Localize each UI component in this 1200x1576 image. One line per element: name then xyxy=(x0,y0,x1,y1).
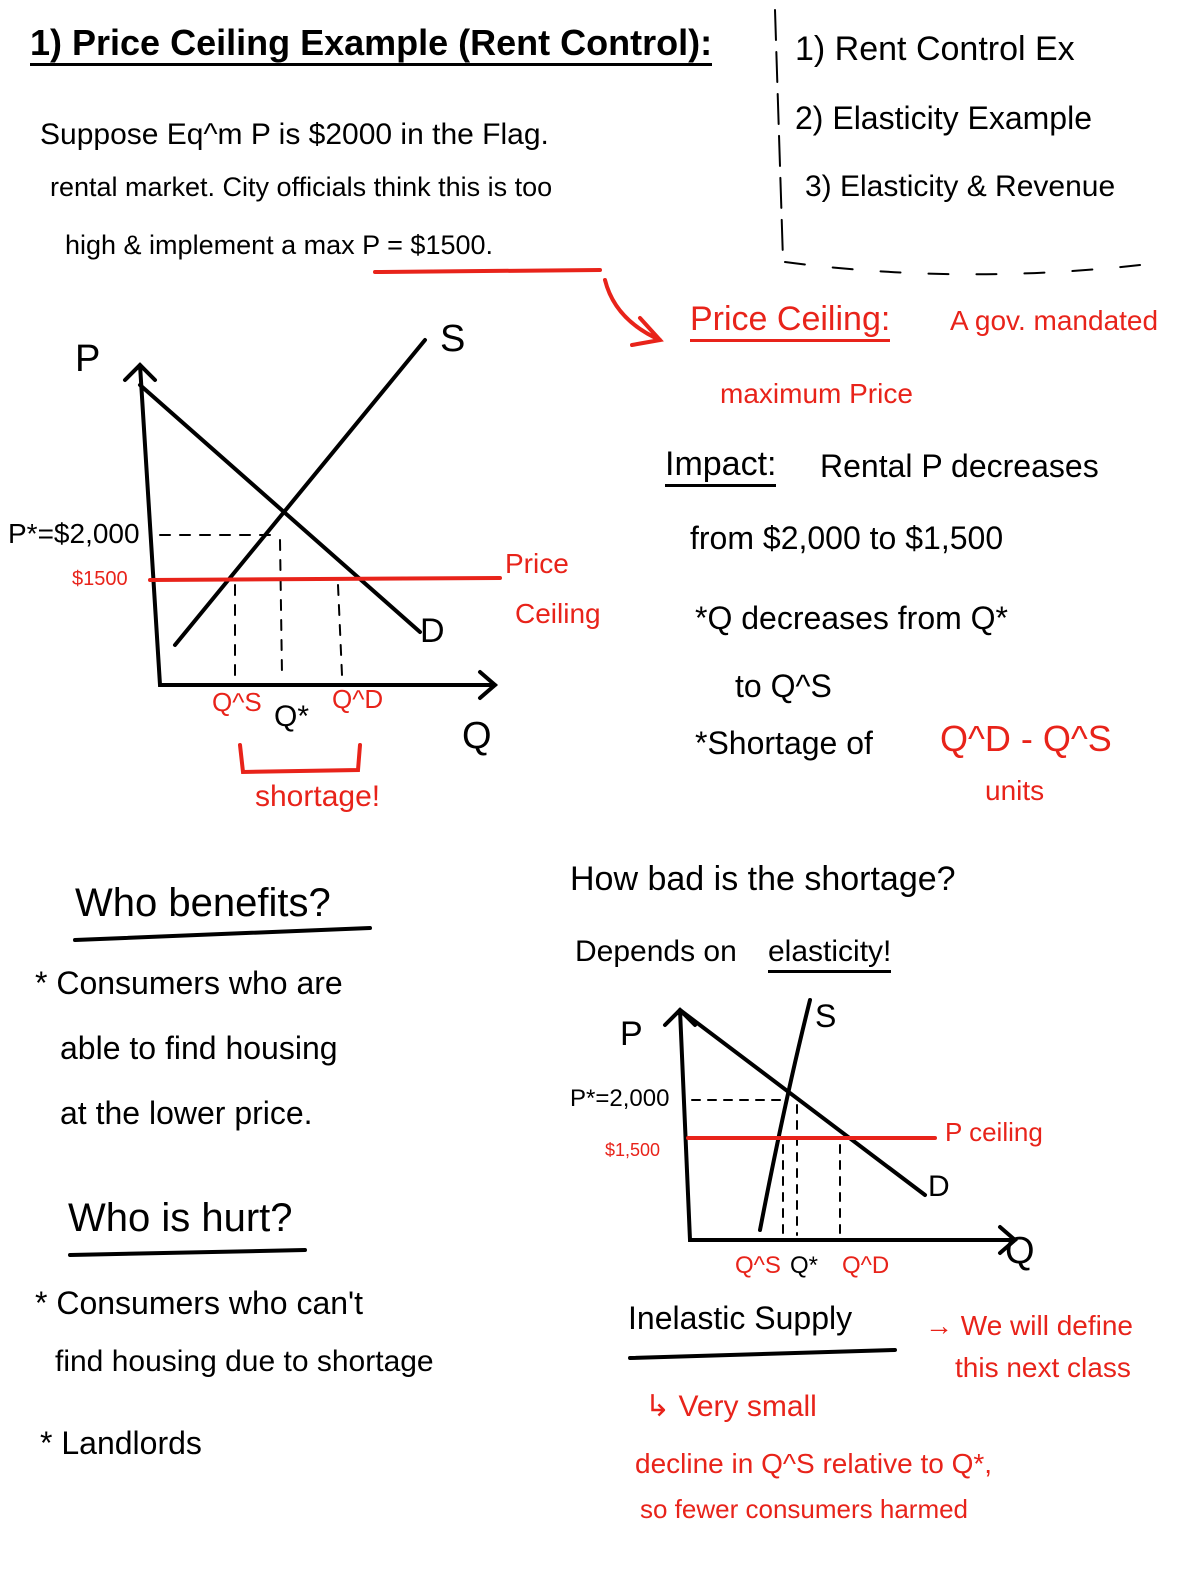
graph1-shortage-label: shortage! xyxy=(255,780,381,813)
benefits-underline xyxy=(73,926,372,942)
graph1-qstar-label: Q* xyxy=(274,700,310,733)
impact-label: Impact: xyxy=(665,445,777,488)
page-title: 1) Price Ceiling Example (Rent Control): xyxy=(30,22,713,67)
intro-line: high & implement a max P = $1500. xyxy=(65,230,494,260)
impact-line: to Q^S xyxy=(735,668,832,704)
graph1-ceiling-price: $1500 xyxy=(72,568,128,590)
graph1-axes xyxy=(123,362,499,700)
agenda-item: 3) Elasticity & Revenue xyxy=(805,170,1116,203)
graph1-q-label: Q xyxy=(462,715,492,757)
agenda-item: 1) Rent Control Ex xyxy=(795,30,1075,68)
graph2-ceiling-label: P ceiling xyxy=(945,1117,1043,1147)
graph2-ceiling-price: $1,500 xyxy=(605,1140,661,1160)
impact-line: *Q decreases from Q* xyxy=(695,600,1008,636)
graph1-d-label: D xyxy=(420,612,445,650)
inelastic-note: this next class xyxy=(955,1352,1131,1383)
hurt-line: * Consumers who can't xyxy=(35,1285,364,1321)
hurt-heading: Who is hurt? xyxy=(68,1196,293,1240)
divider-arc xyxy=(784,261,1141,276)
intro-line: rental market. City officials think this… xyxy=(50,172,553,202)
graph1-qd-label: Q^D xyxy=(332,684,384,714)
graph1-s-label: S xyxy=(440,318,466,360)
inelastic-explain: so fewer consumers harmed xyxy=(640,1494,969,1524)
graph1-p-label: P xyxy=(75,338,101,380)
benefits-line: at the lower price. xyxy=(60,1095,313,1131)
inelastic-explain: ↳ Very small xyxy=(645,1390,817,1423)
shortage-units: units xyxy=(985,775,1045,806)
hurt-line: * Landlords xyxy=(40,1425,202,1461)
inelastic-heading: Inelastic Supply xyxy=(628,1300,853,1336)
graph1-qstar-dash xyxy=(279,539,283,676)
definition-text: A gov. mandated xyxy=(950,305,1159,336)
impact-line: *Shortage of xyxy=(695,725,873,761)
hurt-line: find housing due to shortage xyxy=(55,1345,434,1378)
impact-line: Rental P decreases xyxy=(820,448,1099,484)
agenda-item: 2) Elasticity Example xyxy=(795,100,1092,136)
graph1-ceiling-label: Price xyxy=(505,548,569,579)
shortage-value: Q^D - Q^S xyxy=(940,718,1112,759)
inelastic-note: → We will define xyxy=(925,1310,1134,1341)
graph2-p-label: P xyxy=(620,1015,643,1053)
graph1-price-ceiling-line xyxy=(148,576,502,582)
graph2-qstar-label: Q* xyxy=(790,1252,819,1279)
graph1-ceiling-label: Ceiling xyxy=(515,598,601,629)
graph1-supply-curve xyxy=(173,338,427,647)
graph2-eq-price: P*=2,000 xyxy=(570,1085,670,1112)
benefits-line: able to find housing xyxy=(60,1030,338,1066)
graph2-qs-label: Q^S xyxy=(735,1252,781,1279)
graph1-qd-dash xyxy=(337,584,343,676)
definition-term: Price Ceiling: xyxy=(690,300,891,343)
arrow-icon xyxy=(603,278,664,347)
benefits-heading: Who benefits? xyxy=(75,881,331,925)
impact-line: from $2,000 to $1,500 xyxy=(690,520,1004,556)
definition-text: maximum Price xyxy=(720,378,913,409)
graph2-demand-curve xyxy=(678,1008,927,1197)
graph2-supply-curve xyxy=(758,998,812,1232)
graph2-s-label: S xyxy=(815,998,837,1034)
benefits-line: * Consumers who are xyxy=(35,965,343,1001)
shortage-bracket xyxy=(238,743,362,775)
graph1-eq-price: P*=$2,000 xyxy=(8,518,140,549)
elasticity-question: How bad is the shortage? xyxy=(570,860,956,898)
hurt-underline xyxy=(68,1248,307,1257)
elasticity-emphasis: elasticity! xyxy=(768,935,892,973)
graph2-d-label: D xyxy=(928,1170,950,1203)
max-price-underline xyxy=(373,268,602,274)
intro-line: Suppose Eq^m P is $2000 in the Flag. xyxy=(40,118,549,151)
inelastic-explain: decline in Q^S relative to Q*, xyxy=(635,1448,993,1479)
elasticity-answer: Depends on xyxy=(575,935,737,968)
graph2-qd-label: Q^D xyxy=(842,1252,890,1279)
graph1-demand-curve xyxy=(138,383,422,634)
inelastic-underline xyxy=(628,1348,897,1360)
graph1-qs-label: Q^S xyxy=(212,687,262,717)
divider xyxy=(774,9,784,261)
graph2-q-label: Q xyxy=(1005,1230,1035,1272)
